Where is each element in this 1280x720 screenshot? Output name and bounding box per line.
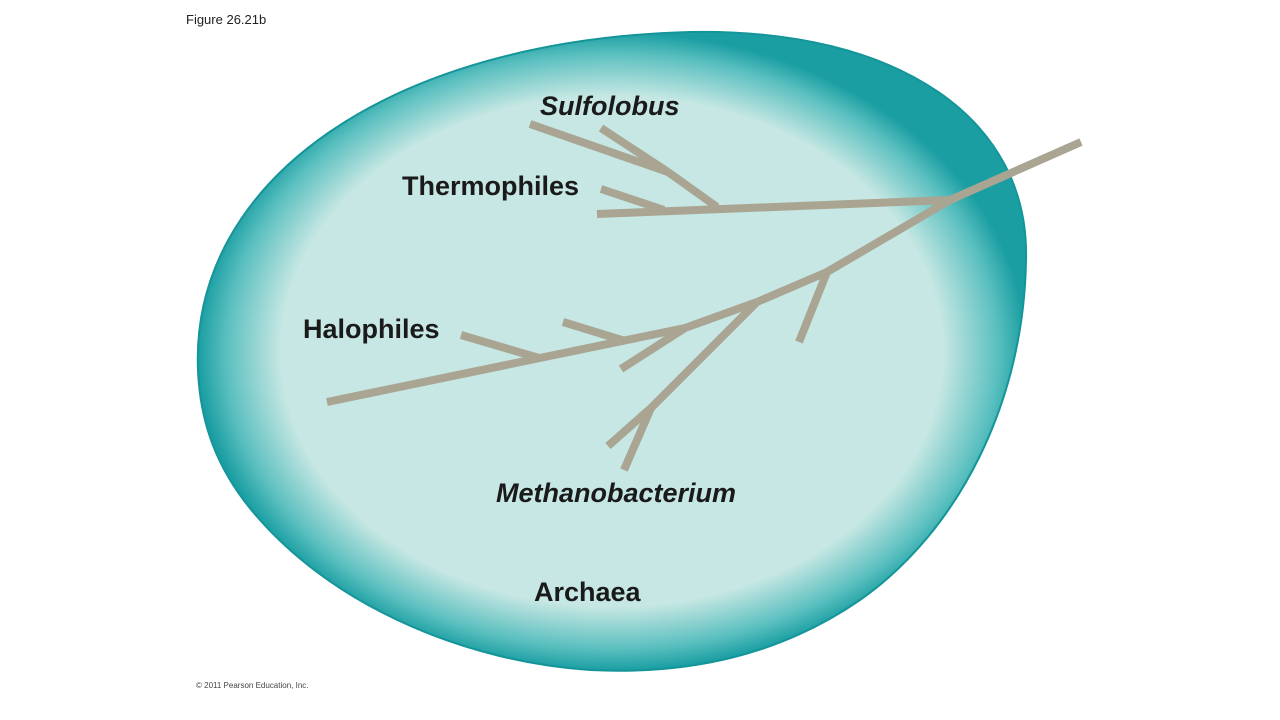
label-sulfolobus: Sulfolobus xyxy=(540,91,680,121)
tree-branch-lower-stem-2 xyxy=(683,298,759,332)
label-halophiles: Halophiles xyxy=(303,314,440,344)
copyright-notice: © 2011 Pearson Education, Inc. xyxy=(196,681,309,690)
tree-branch-sulfolobus-stem xyxy=(665,168,720,211)
label-archaea-domain: Archaea xyxy=(534,577,641,607)
figure-caption: Figure 26.21b xyxy=(186,12,267,27)
phylogenetic-tree xyxy=(326,120,1083,472)
tree-branch-lower-stem-1 xyxy=(755,268,829,306)
tree-branch-halophile-tip-2 xyxy=(459,331,541,362)
tree-branch-lower-tip-1 xyxy=(795,270,831,344)
archaea-domain-blob xyxy=(196,30,1028,672)
tree-branch-lower-tip-2 xyxy=(618,324,688,373)
tree-branch-thermophiles-clade xyxy=(596,196,951,218)
tree-branch-halophile-stem xyxy=(326,324,686,406)
tree-branch-thermophile-tip xyxy=(599,185,666,214)
tree-branch-methano-tip-1 xyxy=(605,405,654,449)
label-thermophiles: Thermophiles xyxy=(402,171,580,201)
tree-branch-methano-tip-2 xyxy=(620,406,655,472)
tree-branch-euryarchaeota xyxy=(824,196,953,276)
tree-branch-halophile-tip-1 xyxy=(561,318,627,345)
tree-root-branch xyxy=(948,138,1083,204)
tree-branch-methano-stem xyxy=(648,299,760,411)
label-methanobacterium: Methanobacterium xyxy=(496,478,737,508)
tree-branch-sulfolobus-tip-2 xyxy=(598,124,671,176)
tree-branch-sulfolobus-tip-1 xyxy=(528,120,670,176)
